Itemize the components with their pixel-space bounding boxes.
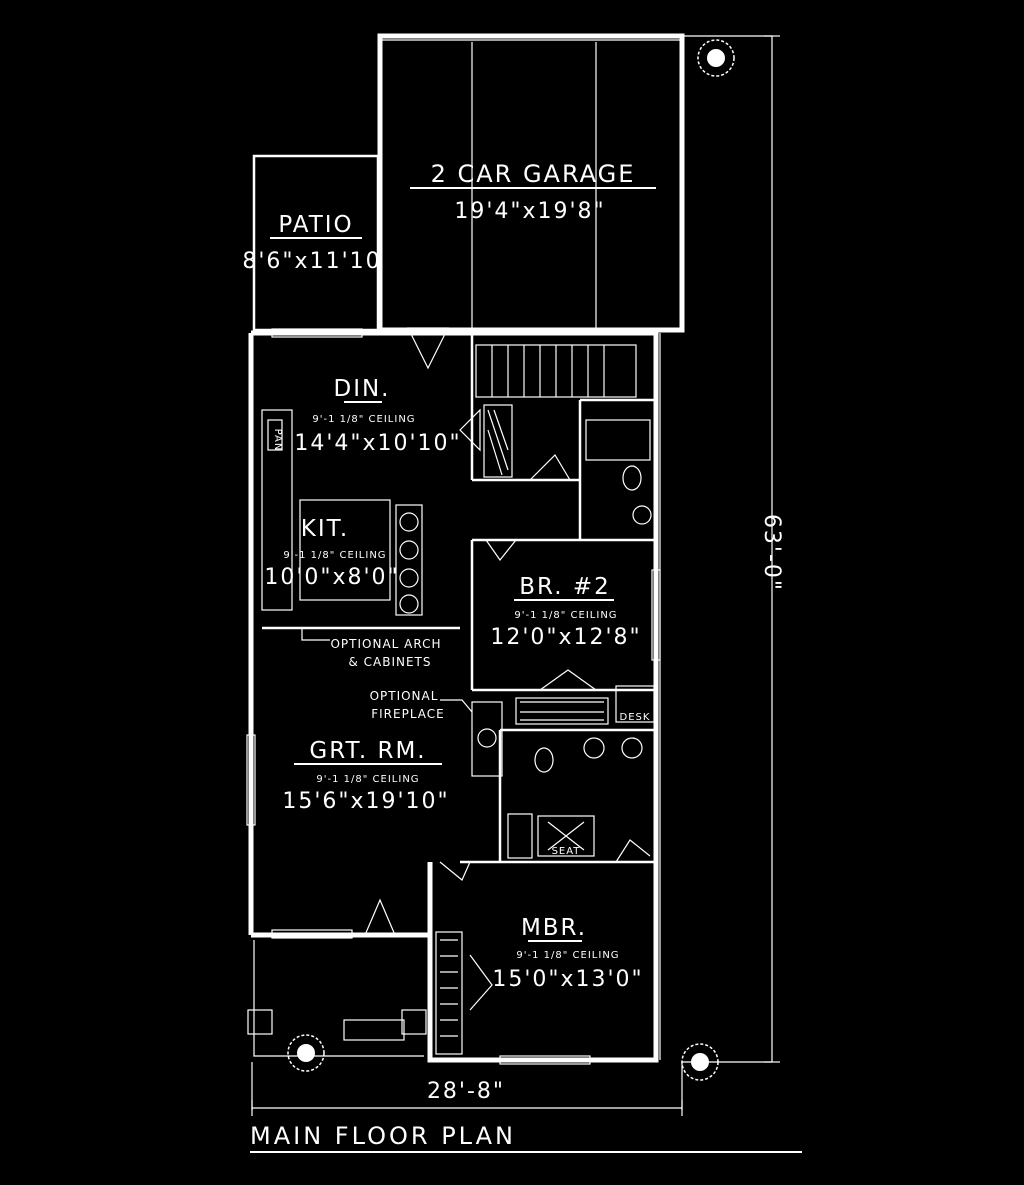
garage-walls (377, 33, 685, 333)
door-br2 (485, 539, 517, 562)
porch-column-left (247, 1009, 273, 1035)
front-porch (247, 940, 427, 1057)
great-room-name: GRT. RM. (309, 738, 426, 764)
closet-dining (483, 404, 513, 478)
kitchen-dims: 10'0"x8'0" (264, 565, 399, 590)
stool (399, 568, 419, 588)
tree-icon (697, 39, 735, 77)
closets (435, 404, 609, 1055)
dining-ceiling: 9'-1 1/8" CEILING (312, 414, 415, 425)
shower-seat (537, 815, 595, 857)
labels: 2 CAR GARAGE 19'4"x19'8" PATIO 8'6"x11'1… (242, 160, 802, 1153)
pantry-label: PAN (272, 429, 283, 452)
toilet-lower (534, 747, 554, 773)
kitchen-island (299, 499, 391, 601)
arch-leader (301, 628, 330, 641)
great-room-ceiling: 9'-1 1/8" CEILING (316, 774, 419, 785)
door-swings (364, 327, 651, 1011)
porch-outline (253, 940, 424, 1057)
interior-walls (262, 333, 656, 864)
door-bath-upper (529, 454, 571, 481)
desk (615, 685, 655, 723)
great-room-dims: 15'6"x19'10" (282, 789, 449, 814)
door-closet-br2 (539, 669, 597, 691)
stool (399, 540, 419, 560)
toilet-upper (622, 465, 642, 491)
fireplace-note-line1: OPTIONAL (370, 689, 439, 703)
fireplace-hearth (471, 701, 503, 777)
door-closet-din (459, 408, 481, 452)
window-mbr (499, 1055, 591, 1065)
br2-ceiling: 9'-1 1/8" CEILING (514, 610, 617, 621)
sink-lower-left (583, 737, 605, 759)
windows (246, 328, 661, 1065)
fireplace-note-line2: FIREPLACE (371, 707, 445, 721)
shower-x (547, 821, 585, 851)
dining-name: DIN. (333, 376, 390, 402)
desk-label: DESK (620, 712, 651, 723)
closet-hall (507, 813, 533, 859)
stool (399, 512, 419, 532)
arch-note-line2: & CABINETS (348, 655, 431, 669)
master-name: MBR. (521, 915, 587, 941)
window-front (271, 929, 353, 939)
window-gr (246, 734, 256, 826)
door-closet-mbr (469, 954, 493, 1011)
plan-title: MAIN FLOOR PLAN (250, 1122, 516, 1150)
house-walls (248, 330, 661, 1063)
sink-upper (632, 505, 652, 525)
overall-width-label: 28'-8" (427, 1079, 505, 1104)
tub-upper (585, 419, 651, 461)
master-ceiling: 9'-1 1/8" CEILING (516, 950, 619, 961)
stool (399, 594, 419, 614)
dimension-lines (251, 35, 780, 1116)
fireplace (471, 701, 503, 777)
patio-dims: 8'6"x11'10 (242, 249, 381, 274)
sink-lower-right (621, 737, 643, 759)
closet-master (435, 931, 463, 1055)
door-garage (407, 327, 449, 370)
door-bath-lower (615, 839, 651, 863)
br2-name: BR. #2 (519, 574, 610, 600)
closet-br2-hatch (520, 701, 604, 721)
window-din (271, 328, 363, 338)
tree-icon-core (297, 1044, 315, 1062)
patio-name: PATIO (278, 212, 353, 238)
tree-icon-core (707, 49, 725, 67)
overall-depth-label: 63'-0" (759, 514, 784, 592)
house-wall-top-right (251, 330, 659, 862)
pantry-box (267, 419, 283, 451)
closet-master-hatch (440, 939, 458, 1037)
garage-dims: 19'4"x19'8" (454, 199, 605, 224)
kitchen-ceiling: 9'-1 1/8" CEILING (283, 550, 386, 561)
master-wall (427, 862, 659, 1063)
garage-name: 2 CAR GARAGE (431, 160, 636, 188)
leader-lines (301, 628, 473, 713)
kitchen-cabinets (261, 409, 423, 616)
kitchen-counter-left (261, 409, 293, 611)
closet-br2 (515, 697, 609, 725)
seat-label: SEAT (552, 846, 581, 857)
dining-dims: 14'4"x10'10" (294, 431, 461, 456)
patio-outline (252, 154, 380, 332)
fireplace-leader (440, 699, 473, 713)
window-br2 (651, 569, 661, 661)
garage-area (377, 33, 685, 333)
br2-dims: 12'0"x12'8" (490, 625, 641, 650)
bathrooms (534, 419, 655, 857)
fireplace-firebox (477, 728, 497, 748)
kitchen-name: KIT. (301, 516, 350, 542)
closet-dining-hatch (487, 409, 509, 476)
kitchen-counter-right (395, 504, 423, 616)
porch-step (343, 1019, 405, 1041)
door-front (364, 898, 396, 936)
arch-note-line1: OPTIONAL ARCH (330, 637, 441, 651)
door-mbr (439, 861, 471, 881)
tree-icon (287, 1034, 325, 1072)
porch-column-right (401, 1009, 427, 1035)
stairs (475, 344, 637, 398)
master-dims: 15'0"x13'0" (492, 967, 643, 992)
